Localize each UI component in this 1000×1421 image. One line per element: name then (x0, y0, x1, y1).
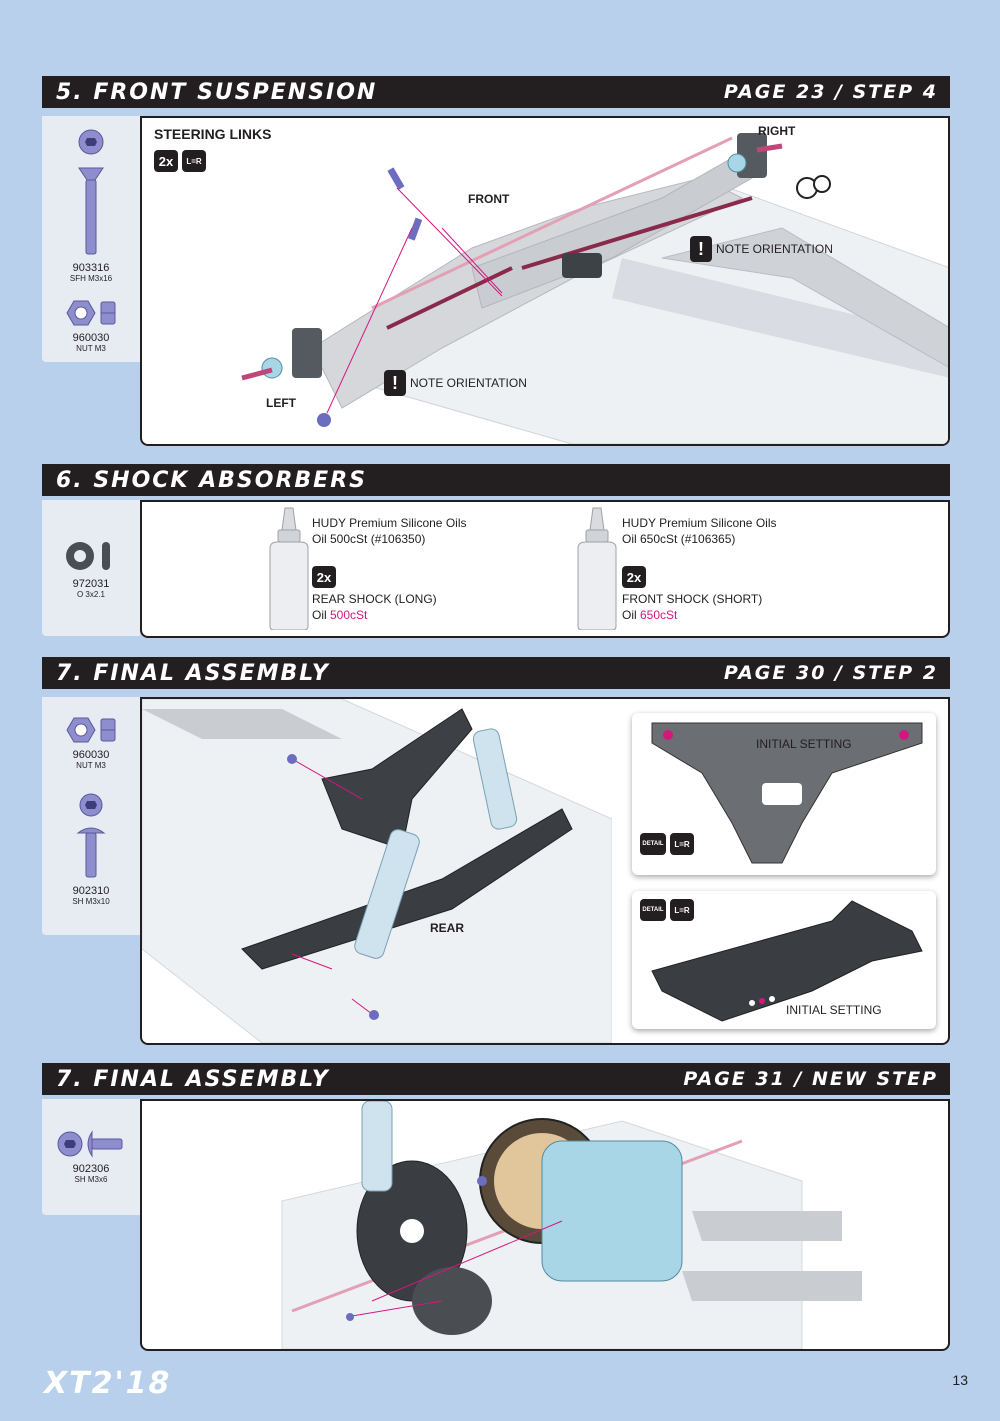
hex-nut-icon (66, 717, 116, 743)
rear-label: REAR (430, 921, 465, 935)
left-right-badge: L=R (670, 833, 694, 855)
assembly-panel: REAR INITIAL SETTING DETAIL L=R (140, 697, 950, 1045)
detail-badges: DETAIL L=R (640, 833, 694, 855)
section-title: 7. FINAL ASSEMBLY (56, 1066, 330, 1092)
note-text: NOTE ORIENTATION (410, 376, 527, 390)
oil-panel: HUDY Premium Silicone Oils Oil 500cSt (#… (140, 500, 950, 638)
oil-bottle-icon (269, 507, 309, 630)
section-header: 5. FRONT SUSPENSION PAGE 23 / STEP 4 (42, 76, 950, 108)
section-header: 6. SHOCK ABSORBERS (42, 464, 950, 496)
section-final-assembly: 7. FINAL ASSEMBLY PAGE 30 / STEP 2 96003… (42, 657, 950, 1045)
initial-setting-label: INITIAL SETTING (756, 737, 852, 751)
section-header: 7. FINAL ASSEMBLY PAGE 31 / NEW STEP (42, 1063, 950, 1095)
section-header: 7. FINAL ASSEMBLY PAGE 30 / STEP 2 (42, 657, 950, 689)
section-final-assembly-new-step: 7. FINAL ASSEMBLY PAGE 31 / NEW STEP 902… (42, 1063, 950, 1351)
section-title: 5. FRONT SUSPENSION (56, 79, 378, 105)
rear-assembly-illustration (142, 699, 612, 1043)
qty-badges: 2x L=R (154, 150, 206, 172)
left-label: LEFT (266, 396, 296, 410)
qty-badge: 2x (622, 566, 646, 588)
parts-column: 972031 O 3x2.1 (42, 500, 140, 636)
steering-links-label: STEERING LINKS (154, 126, 272, 142)
warning-icon: ! (384, 370, 406, 396)
oil-bottle-icon (577, 507, 617, 630)
page-number: 13 (952, 1372, 968, 1388)
rear-arm-detail: DETAIL L=R INITIAL SETTING (632, 891, 936, 1029)
part-item: 960030 NUT M3 (61, 715, 121, 771)
assembly-panel (140, 1099, 950, 1351)
oil-brand: HUDY Premium Silicone Oils (622, 516, 777, 530)
section-page-ref: PAGE 23 / STEP 4 (723, 81, 938, 103)
oil-value: 500cSt (330, 608, 368, 622)
assembly-panel: STEERING LINKS 2x L=R RIGHT FRONT LEFT !… (140, 116, 950, 446)
hex-nut-icon (66, 300, 116, 326)
part-item: 972031 O 3x2.1 (64, 538, 118, 600)
detail-badges: DETAIL L=R (640, 899, 694, 921)
shock-tower-detail: INITIAL SETTING DETAIL L=R (632, 713, 936, 875)
part-desc: NUT M3 (76, 344, 106, 353)
rear-arm-illustration (651, 900, 923, 1022)
part-code: 960030 (72, 332, 110, 344)
section-front-suspension: 5. FRONT SUSPENSION PAGE 23 / STEP 4 903… (42, 76, 950, 446)
motor-assembly-illustration (281, 1101, 862, 1349)
brand-logo: XT2'18 (44, 1366, 172, 1401)
section-title: 6. SHOCK ABSORBERS (56, 467, 367, 493)
part-item: 960030 NUT M3 (61, 298, 121, 354)
part-item: 902310 SH M3x10 (71, 793, 111, 907)
detail-icon: DETAIL (640, 833, 666, 855)
oil-value: 650cSt (640, 608, 678, 622)
section-page-ref: PAGE 31 / NEW STEP (683, 1068, 938, 1090)
front-suspension-illustration (241, 133, 948, 444)
detail-icon: DETAIL (640, 899, 666, 921)
warning-icon: ! (690, 236, 712, 262)
button-head-screw-icon (76, 793, 106, 878)
part-desc: O 3x2.1 (76, 590, 105, 599)
part-desc: SH M3x10 (72, 897, 110, 906)
part-desc: NUT M3 (76, 761, 106, 770)
left-right-badge: L=R (182, 150, 206, 172)
button-head-screw-icon (57, 1130, 123, 1158)
part-desc: SH M3x6 (74, 1175, 108, 1184)
part-code: 902310 (72, 885, 110, 897)
parts-column: 902306 SH M3x6 (42, 1099, 140, 1215)
front-label: FRONT (468, 192, 510, 206)
initial-setting-label: INITIAL SETTING (786, 1003, 882, 1017)
oil-prefix: Oil (622, 608, 640, 622)
section-shock-absorbers: 6. SHOCK ABSORBERS 972031 O 3x2.1 HUDY P… (42, 464, 950, 638)
oil-brand: HUDY Premium Silicone Oils (312, 516, 467, 530)
qty-badge: 2x (312, 566, 336, 588)
part-code: 903316 (72, 262, 110, 274)
section-title: 7. FINAL ASSEMBLY (56, 660, 330, 686)
note-text: NOTE ORIENTATION (716, 242, 833, 256)
part-desc: SFH M3x16 (69, 274, 113, 283)
part-item: 902306 SH M3x6 (56, 1129, 126, 1185)
o-ring-icon (66, 542, 110, 570)
qty-badge: 2x (154, 150, 178, 172)
parts-column: 903316 SFH M3x16 960030 NUT M3 (42, 116, 140, 362)
part-code: 960030 (72, 749, 110, 761)
parts-column: 960030 NUT M3 902310 SH M3x10 (42, 697, 140, 935)
section-page-ref: PAGE 30 / STEP 2 (723, 662, 938, 684)
shock-name: FRONT SHOCK (SHORT) (622, 592, 763, 606)
shock-tower-illustration (651, 722, 923, 864)
note-orientation: ! NOTE ORIENTATION (690, 236, 833, 262)
right-label: RIGHT (758, 124, 796, 138)
part-code: 972031 (72, 578, 110, 590)
part-item: 903316 SFH M3x16 (70, 128, 112, 284)
note-orientation: ! NOTE ORIENTATION (384, 370, 527, 396)
oil-name: Oil 650cSt (#106365) (622, 532, 736, 546)
part-code: 902306 (72, 1163, 110, 1175)
oil-prefix: Oil (312, 608, 330, 622)
left-right-badge: L=R (670, 899, 694, 921)
oil-name: Oil 500cSt (#106350) (312, 532, 426, 546)
shock-name: REAR SHOCK (LONG) (312, 592, 437, 606)
countersunk-screw-icon (78, 129, 104, 255)
oil-spec: Oil 500cSt (312, 608, 367, 622)
oil-spec: Oil 650cSt (622, 608, 677, 622)
